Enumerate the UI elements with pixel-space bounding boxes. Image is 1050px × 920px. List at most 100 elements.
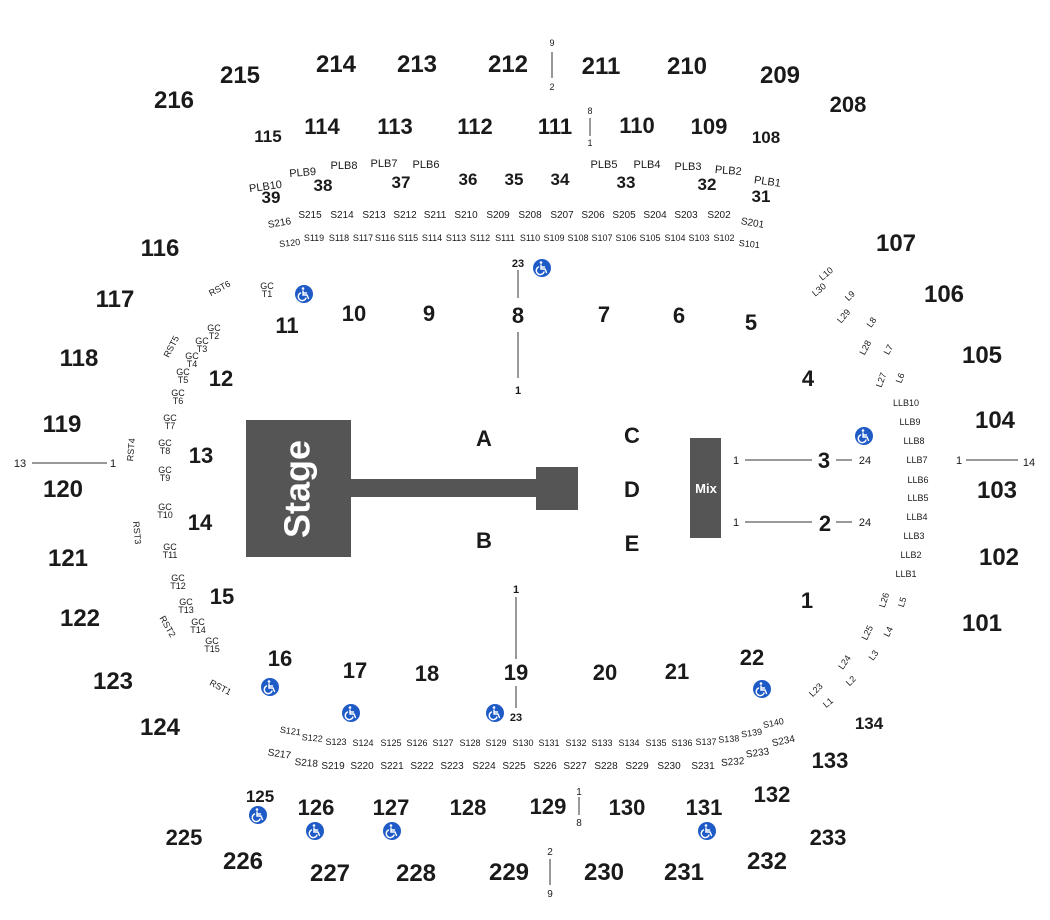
suite-s219[interactable]: S219 (321, 761, 345, 772)
box-l6[interactable]: L6 (894, 372, 907, 385)
section-21[interactable]: 21 (665, 659, 689, 684)
suite-s127[interactable]: S127 (432, 738, 453, 748)
suite-s119[interactable]: S119 (304, 233, 324, 243)
gc-table-t1[interactable]: GC T1 (260, 281, 274, 299)
gc-table-t9[interactable]: GC T9 (158, 465, 172, 483)
box-plb2[interactable]: PLB2 (714, 164, 742, 178)
section-133[interactable]: 133 (812, 748, 849, 773)
suite-s103[interactable]: S103 (688, 233, 709, 243)
section-127[interactable]: 127 (373, 795, 410, 820)
section-18[interactable]: 18 (415, 661, 439, 686)
section-210[interactable]: 210 (667, 53, 707, 80)
suite-s232[interactable]: S232 (721, 756, 746, 769)
suite-s131[interactable]: S131 (538, 738, 559, 748)
section-114[interactable]: 114 (304, 114, 340, 139)
section-104[interactable]: 104 (975, 407, 1016, 434)
box-rst2[interactable]: RST2 (158, 614, 178, 639)
section-15[interactable]: 15 (210, 584, 234, 609)
suite-s125[interactable]: S125 (380, 738, 401, 748)
section-33[interactable]: 33 (617, 173, 636, 192)
box-l9[interactable]: L9 (843, 289, 857, 303)
suite-s218[interactable]: S218 (294, 757, 319, 770)
box-rst1[interactable]: RST1 (208, 678, 233, 698)
box-l23[interactable]: L23 (807, 681, 825, 699)
section-125[interactable]: 125 (246, 787, 274, 806)
suite-s212[interactable]: S212 (393, 210, 417, 221)
box-plb1[interactable]: PLB1 (753, 174, 781, 190)
section-226[interactable]: 226 (223, 848, 263, 875)
suite-s109[interactable]: S109 (543, 233, 564, 243)
gc-table-t15[interactable]: GC T15 (204, 636, 220, 654)
box-llb2[interactable]: LLB2 (900, 550, 921, 560)
suite-s102[interactable]: S102 (713, 233, 734, 243)
section-7[interactable]: 7 (598, 302, 610, 327)
suite-s130[interactable]: S130 (512, 738, 533, 748)
box-l26[interactable]: L26 (877, 591, 891, 608)
suite-s228[interactable]: S228 (594, 761, 618, 772)
section-102[interactable]: 102 (979, 544, 1019, 571)
section-111[interactable]: 111 (538, 114, 572, 139)
box-l28[interactable]: L28 (857, 339, 873, 357)
section-115[interactable]: 115 (254, 127, 281, 146)
box-rst5[interactable]: RST5 (162, 334, 182, 359)
section-36[interactable]: 36 (459, 170, 478, 189)
section-5[interactable]: 5 (745, 310, 757, 335)
suite-s140[interactable]: S140 (762, 716, 785, 730)
section-232[interactable]: 232 (747, 848, 787, 875)
section-109[interactable]: 109 (691, 114, 728, 139)
box-llb8[interactable]: LLB8 (903, 436, 924, 446)
section-13[interactable]: 13 (189, 443, 213, 468)
box-llb9[interactable]: LLB9 (899, 417, 920, 427)
suite-s105[interactable]: S105 (639, 233, 660, 243)
box-plb7[interactable]: PLB7 (371, 158, 398, 170)
box-llb10[interactable]: LLB10 (893, 398, 919, 408)
section-20[interactable]: 20 (593, 660, 617, 685)
suite-s234[interactable]: S234 (771, 734, 797, 750)
box-l24[interactable]: L24 (836, 653, 853, 671)
box-l4[interactable]: L4 (882, 625, 895, 638)
section-106[interactable]: 106 (924, 281, 964, 308)
box-rst4[interactable]: RST4 (125, 438, 137, 462)
gc-table-t10[interactable]: GC T10 (157, 502, 173, 520)
section-3[interactable]: 3 (818, 448, 830, 473)
suite-s223[interactable]: S223 (440, 761, 464, 772)
box-l3[interactable]: L3 (867, 648, 881, 662)
gc-table-t12[interactable]: GC T12 (170, 573, 186, 591)
suite-s229[interactable]: S229 (625, 761, 649, 772)
suite-s134[interactable]: S134 (618, 738, 639, 748)
box-l27[interactable]: L27 (874, 371, 889, 389)
box-plb8[interactable]: PLB8 (331, 160, 358, 172)
box-l29[interactable]: L29 (835, 307, 852, 325)
box-l10[interactable]: L10 (817, 265, 835, 282)
section-39[interactable]: 39 (262, 188, 281, 207)
box-llb4[interactable]: LLB4 (906, 512, 927, 522)
section-105[interactable]: 105 (962, 342, 1002, 369)
box-plb6[interactable]: PLB6 (413, 159, 440, 171)
suite-s113[interactable]: S113 (446, 233, 466, 243)
suite-s139[interactable]: S139 (740, 727, 762, 740)
suite-s122[interactable]: S122 (301, 732, 323, 744)
section-211[interactable]: 211 (582, 53, 621, 80)
box-llb7[interactable]: LLB7 (906, 455, 927, 465)
suite-s209[interactable]: S209 (486, 210, 510, 221)
section-225[interactable]: 225 (166, 825, 203, 850)
section-228[interactable]: 228 (396, 860, 436, 887)
section-22[interactable]: 22 (740, 645, 764, 670)
box-l30[interactable]: L30 (810, 281, 828, 298)
box-llb3[interactable]: LLB3 (903, 531, 924, 541)
section-14[interactable]: 14 (188, 510, 213, 535)
suite-s230[interactable]: S230 (657, 761, 681, 772)
section-123[interactable]: 123 (93, 668, 133, 695)
suite-s110[interactable]: S110 (520, 233, 540, 243)
section-128[interactable]: 128 (450, 795, 487, 820)
suite-s210[interactable]: S210 (454, 210, 478, 221)
suite-s202[interactable]: S202 (707, 210, 731, 221)
section-121[interactable]: 121 (48, 545, 88, 572)
section-117[interactable]: 117 (96, 286, 135, 313)
section-231[interactable]: 231 (664, 859, 704, 886)
section-124[interactable]: 124 (140, 714, 181, 741)
section-119[interactable]: 119 (43, 411, 82, 438)
suite-s221[interactable]: S221 (380, 761, 404, 772)
suite-s233[interactable]: S233 (745, 746, 770, 760)
suite-s118[interactable]: S118 (329, 233, 349, 243)
